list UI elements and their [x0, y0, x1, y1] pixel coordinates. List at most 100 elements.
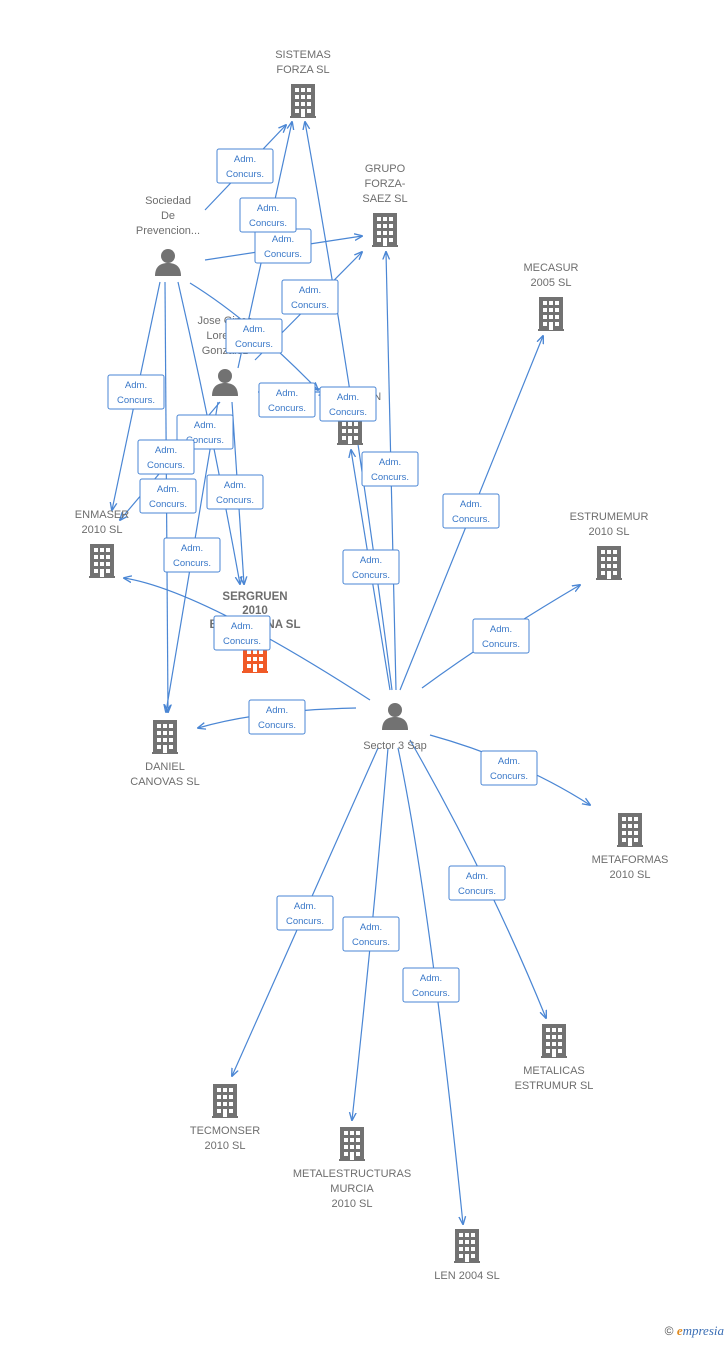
- node-sector3[interactable]: Sector 3 Sap: [363, 703, 427, 752]
- edge-label-text: Adm.: [337, 392, 359, 403]
- building-icon: [372, 213, 398, 247]
- edge-label-text: Adm.: [157, 484, 179, 495]
- building-icon: [152, 720, 178, 754]
- edge-label-box: [139, 478, 197, 514]
- edge-label-jose-grupo[interactable]: Adm.Concurs.: [281, 279, 339, 315]
- edge-label-box: [281, 279, 339, 315]
- edge-label-jose-daniel[interactable]: Adm.Concurs.: [163, 537, 221, 573]
- building-icon: [617, 813, 643, 847]
- node-label: ENMASER: [75, 509, 129, 521]
- building-icon: [541, 1024, 567, 1058]
- node-label: SERGRUEN: [222, 591, 287, 603]
- edge-label-text: Adm.: [294, 901, 316, 912]
- edge-label-box: [248, 699, 306, 735]
- edge-label-jose-enmaser[interactable]: Adm. Concurs.: [137, 439, 195, 475]
- edge-label-text: Adm.: [379, 457, 401, 468]
- node-label: Prevencion...: [136, 225, 200, 237]
- person-icon: [212, 369, 238, 396]
- edge-label-jose-sergruen[interactable]: Adm.Concurs.: [258, 382, 316, 418]
- edge-label-sector3-metalicas[interactable]: Adm.Concurs.: [448, 865, 506, 901]
- footer-brand: © empresia: [665, 1323, 724, 1339]
- edge-label-box: [402, 967, 460, 1003]
- node-label: 2010 SL: [205, 1140, 246, 1152]
- building-icon: [538, 297, 564, 331]
- edge-label-box: [319, 386, 377, 422]
- edge-label-box: [342, 916, 400, 952]
- edge-label-jose-sergruen2010[interactable]: Adm.Concurs.: [206, 474, 264, 510]
- edge-label-sociedad-sistemas[interactable]: Adm.Concurs.: [216, 148, 274, 184]
- node-len[interactable]: LEN 2004 SL: [434, 1229, 500, 1282]
- edge-label-text: Concurs.: [352, 570, 390, 581]
- edge-label-sector3-len[interactable]: Adm.Concurs.: [402, 967, 460, 1003]
- building-icon: [89, 544, 115, 578]
- edge-label-sector3-daniel[interactable]: Adm.Concurs.: [248, 699, 306, 735]
- edge-label-text: Concurs.: [352, 937, 390, 948]
- building-icon: [290, 84, 316, 118]
- edge-label-box: [206, 474, 264, 510]
- person-icon: [155, 249, 181, 276]
- edge-label-sector3-enmaser[interactable]: Adm.Concurs.: [213, 615, 271, 651]
- edge-label-sociedad-grupo[interactable]: Adm.Concurs.: [254, 228, 312, 264]
- edge-label-text: Concurs.: [186, 435, 224, 446]
- edge-label-box: [342, 549, 400, 585]
- node-label: 2005 SL: [531, 277, 572, 289]
- building-icon: [212, 1084, 238, 1118]
- edge-label-sector3-tecmonser[interactable]: Adm. Concurs.: [276, 895, 334, 931]
- edge-label-text: Adm.: [490, 624, 512, 635]
- edge-label-sector3-metaformas[interactable]: Adm.Concurs.: [480, 750, 538, 786]
- node-label: 2010 SL: [332, 1198, 373, 1210]
- node-sociedad[interactable]: SociedadDePrevencion...: [136, 195, 200, 276]
- edge-label-text: Concurs.: [291, 300, 329, 311]
- edge-label-sector3-estrumemur[interactable]: Adm.Concurs.: [472, 618, 530, 654]
- edge-label-text: Adm.: [155, 445, 177, 456]
- edge-label-box: [442, 493, 500, 529]
- edge-label-box: [213, 615, 271, 651]
- edge-label-text: Concurs.: [286, 916, 324, 927]
- edge-label-text: Concurs.: [458, 886, 496, 897]
- edge-label-text: Concurs.: [149, 499, 187, 510]
- node-label: 2010 SL: [610, 869, 651, 881]
- node-label: MECASUR: [523, 262, 578, 274]
- building-icon: [454, 1229, 480, 1263]
- node-mecasur[interactable]: MECASUR 2005 SL: [523, 262, 579, 331]
- edge-label-text: Adm.: [243, 324, 265, 335]
- edge-label-sector3-grupo[interactable]: Adm. Concurs.: [361, 451, 419, 487]
- edge-label-box: [216, 148, 274, 184]
- edge-label-sociedad-enmaser[interactable]: Adm.Concurs.: [107, 374, 165, 410]
- edge-label-text: Concurs.: [117, 395, 155, 406]
- edge-label-box: [258, 382, 316, 418]
- edge-label-sociedad-daniel[interactable]: Adm. Concurs.: [139, 478, 197, 514]
- edge-label-text: Concurs.: [216, 495, 254, 506]
- node-label: METALICAS: [523, 1065, 585, 1077]
- node-metalicas[interactable]: METALICAS ESTRUMUR SL: [515, 1024, 594, 1092]
- edge-label-sector3-sergruen[interactable]: Adm.Concurs.: [342, 549, 400, 585]
- node-enmaser[interactable]: ENMASER 2010 SL: [75, 509, 129, 578]
- edge-label-text: Concurs.: [147, 460, 185, 471]
- node-label: FORZA-: [365, 178, 406, 190]
- person-icon: [382, 703, 408, 730]
- edge-label-text: Concurs.: [371, 472, 409, 483]
- edge-label-jose-sistemas[interactable]: Adm.Concurs.: [239, 197, 297, 233]
- node-label: 2010 SL: [589, 526, 630, 538]
- node-label: De: [161, 210, 175, 222]
- edge-label-text: Adm.: [266, 705, 288, 716]
- edge-label-sector3-metalestructuras[interactable]: Adm.Concurs.: [342, 916, 400, 952]
- edge-label-sector3-mecasur[interactable]: Adm.Concurs.: [442, 493, 500, 529]
- edge-label-text: Concurs.: [226, 169, 264, 180]
- edge-sector3-len: [397, 747, 463, 1224]
- node-label: SISTEMAS: [275, 49, 331, 61]
- node-label: 2010 SL: [82, 524, 123, 536]
- node-label: ESTRUMUR SL: [515, 1080, 594, 1092]
- node-label: DANIEL: [145, 761, 185, 773]
- edge-label-sociedad-sergruen[interactable]: Adm. Concurs.: [225, 318, 283, 354]
- edge-label-text: Concurs.: [235, 339, 273, 350]
- node-label: GRUPO: [365, 163, 406, 175]
- edge-label-sector3-sistemas[interactable]: Adm.Concurs.: [319, 386, 377, 422]
